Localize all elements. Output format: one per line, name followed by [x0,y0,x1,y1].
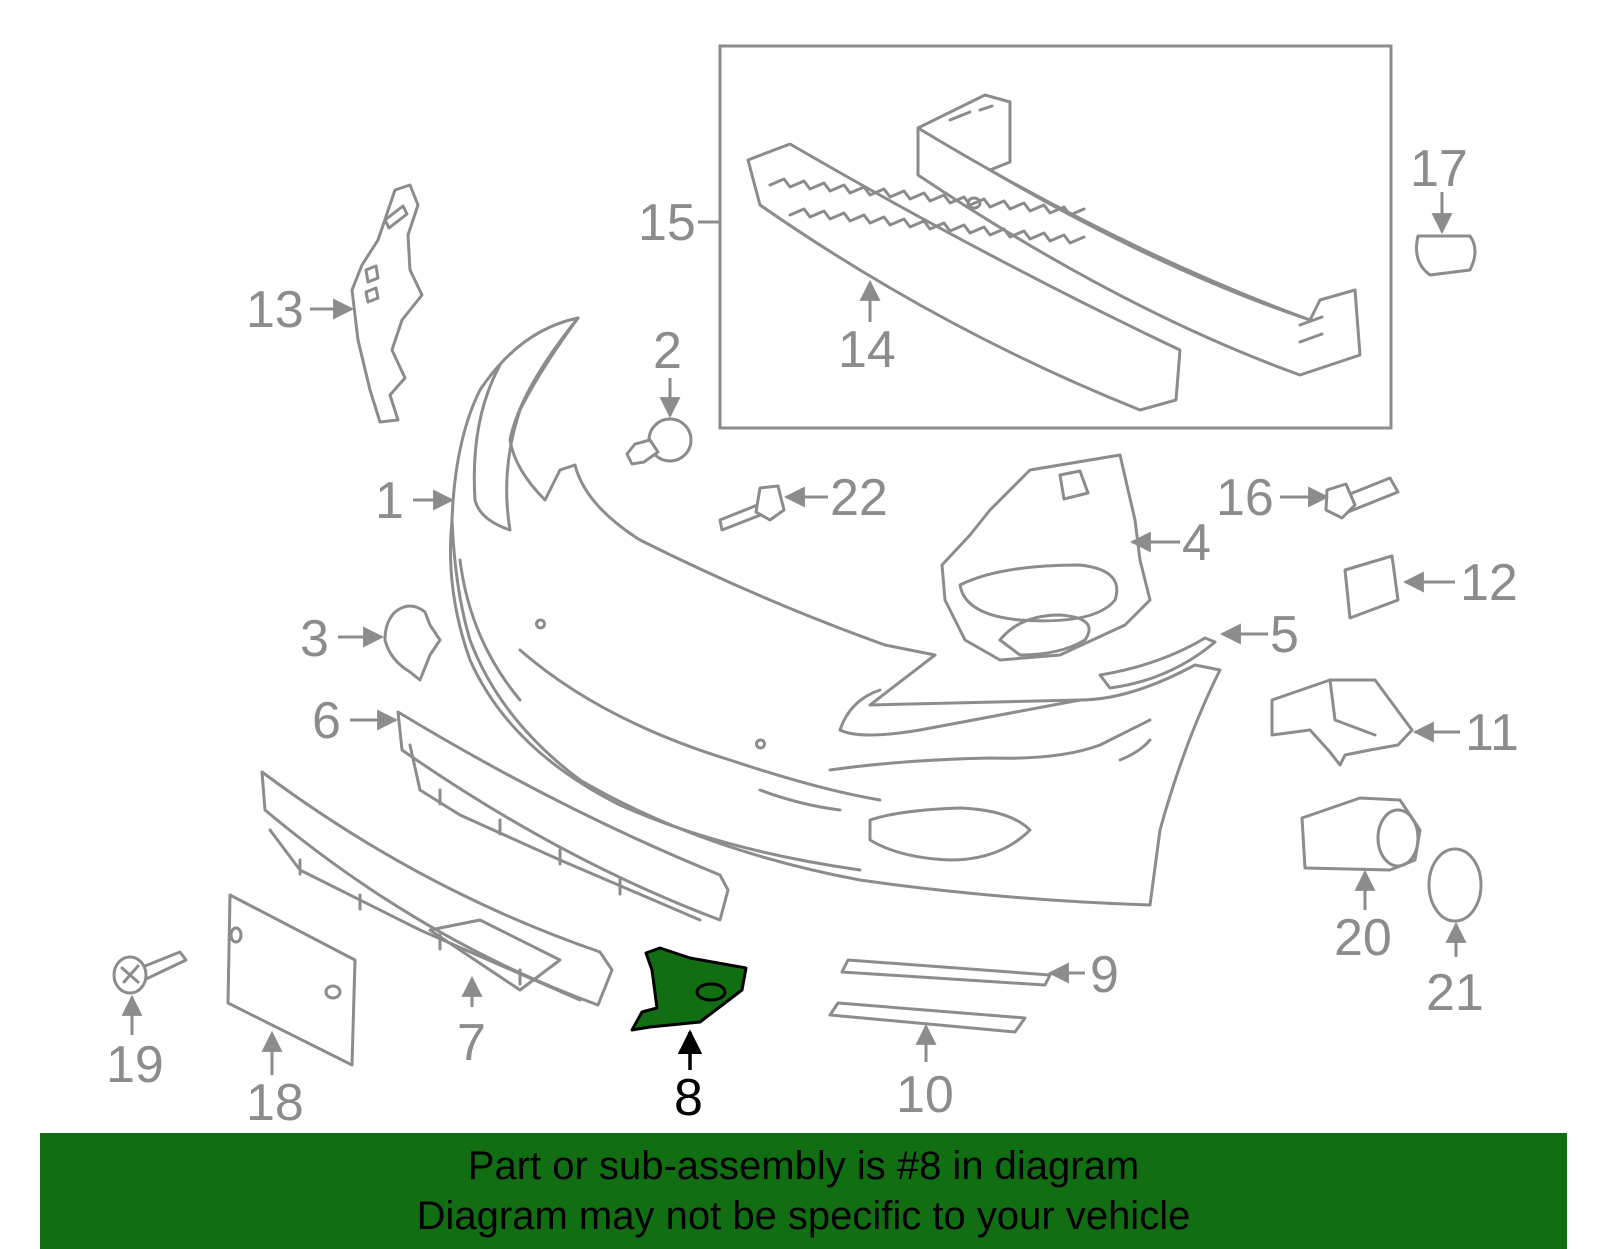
callout-20: 20 [1334,909,1392,967]
callout-11: 11 [1465,704,1519,762]
callout-12: 12 [1460,554,1518,612]
part-18-plate-bracket [226,893,357,1067]
part-3-cap [383,604,442,682]
part-15-reinforcement-beam [916,93,1362,377]
callout-9: 9 [1090,946,1119,1004]
part-9-strip [840,958,1052,987]
part-14-energy-absorber [746,142,1182,412]
callout-13: 13 [246,281,304,339]
part-10-strip [828,1001,1027,1034]
part-17-clip [1415,234,1477,277]
part-1-bumper-cover [449,316,1222,907]
reinforcement-inset-box [718,44,1393,430]
part-11-bracket [1270,678,1414,767]
callout-7: 7 [457,1014,486,1072]
callout-5: 5 [1270,606,1299,664]
callout-14: 14 [838,321,896,379]
callout-6: 6 [312,692,341,750]
callout-15: 15 [638,194,696,252]
part-20-sensor [1300,796,1422,872]
part-8-opening [695,982,727,1002]
callout-18: 18 [246,1074,304,1132]
info-banner: Part or sub-assembly is #8 in diagram Di… [40,1133,1567,1249]
part-2-clip [625,417,693,466]
part-7-grille [260,770,614,1007]
part-22-bolt [718,484,786,532]
callout-21: 21 [1426,964,1484,1022]
part-16-bolt [1324,476,1400,520]
part-6-grille [396,710,730,922]
callout-8[interactable]: 8 [674,1069,703,1127]
callout-10: 10 [896,1066,954,1124]
part-4-bracket [940,453,1152,662]
callout-2: 2 [653,322,682,380]
callout-17: 17 [1410,140,1468,198]
part-19-screw [112,950,188,995]
part-8-highlighted-cover [630,946,748,1032]
callout-3: 3 [300,610,329,668]
callout-22: 22 [830,469,888,527]
part-12-plate [1343,554,1400,620]
part-5-trim-strip [1098,636,1217,690]
banner-line-2: Diagram may not be specific to your vehi… [416,1194,1191,1238]
part-13-bracket [350,183,424,424]
callout-4: 4 [1182,514,1211,572]
callout-16: 16 [1216,469,1274,527]
part-21-ring [1427,847,1483,923]
callout-19: 19 [106,1036,164,1094]
callout-1: 1 [375,472,404,530]
banner-line-1: Part or sub-assembly is #8 in diagram [467,1144,1140,1188]
